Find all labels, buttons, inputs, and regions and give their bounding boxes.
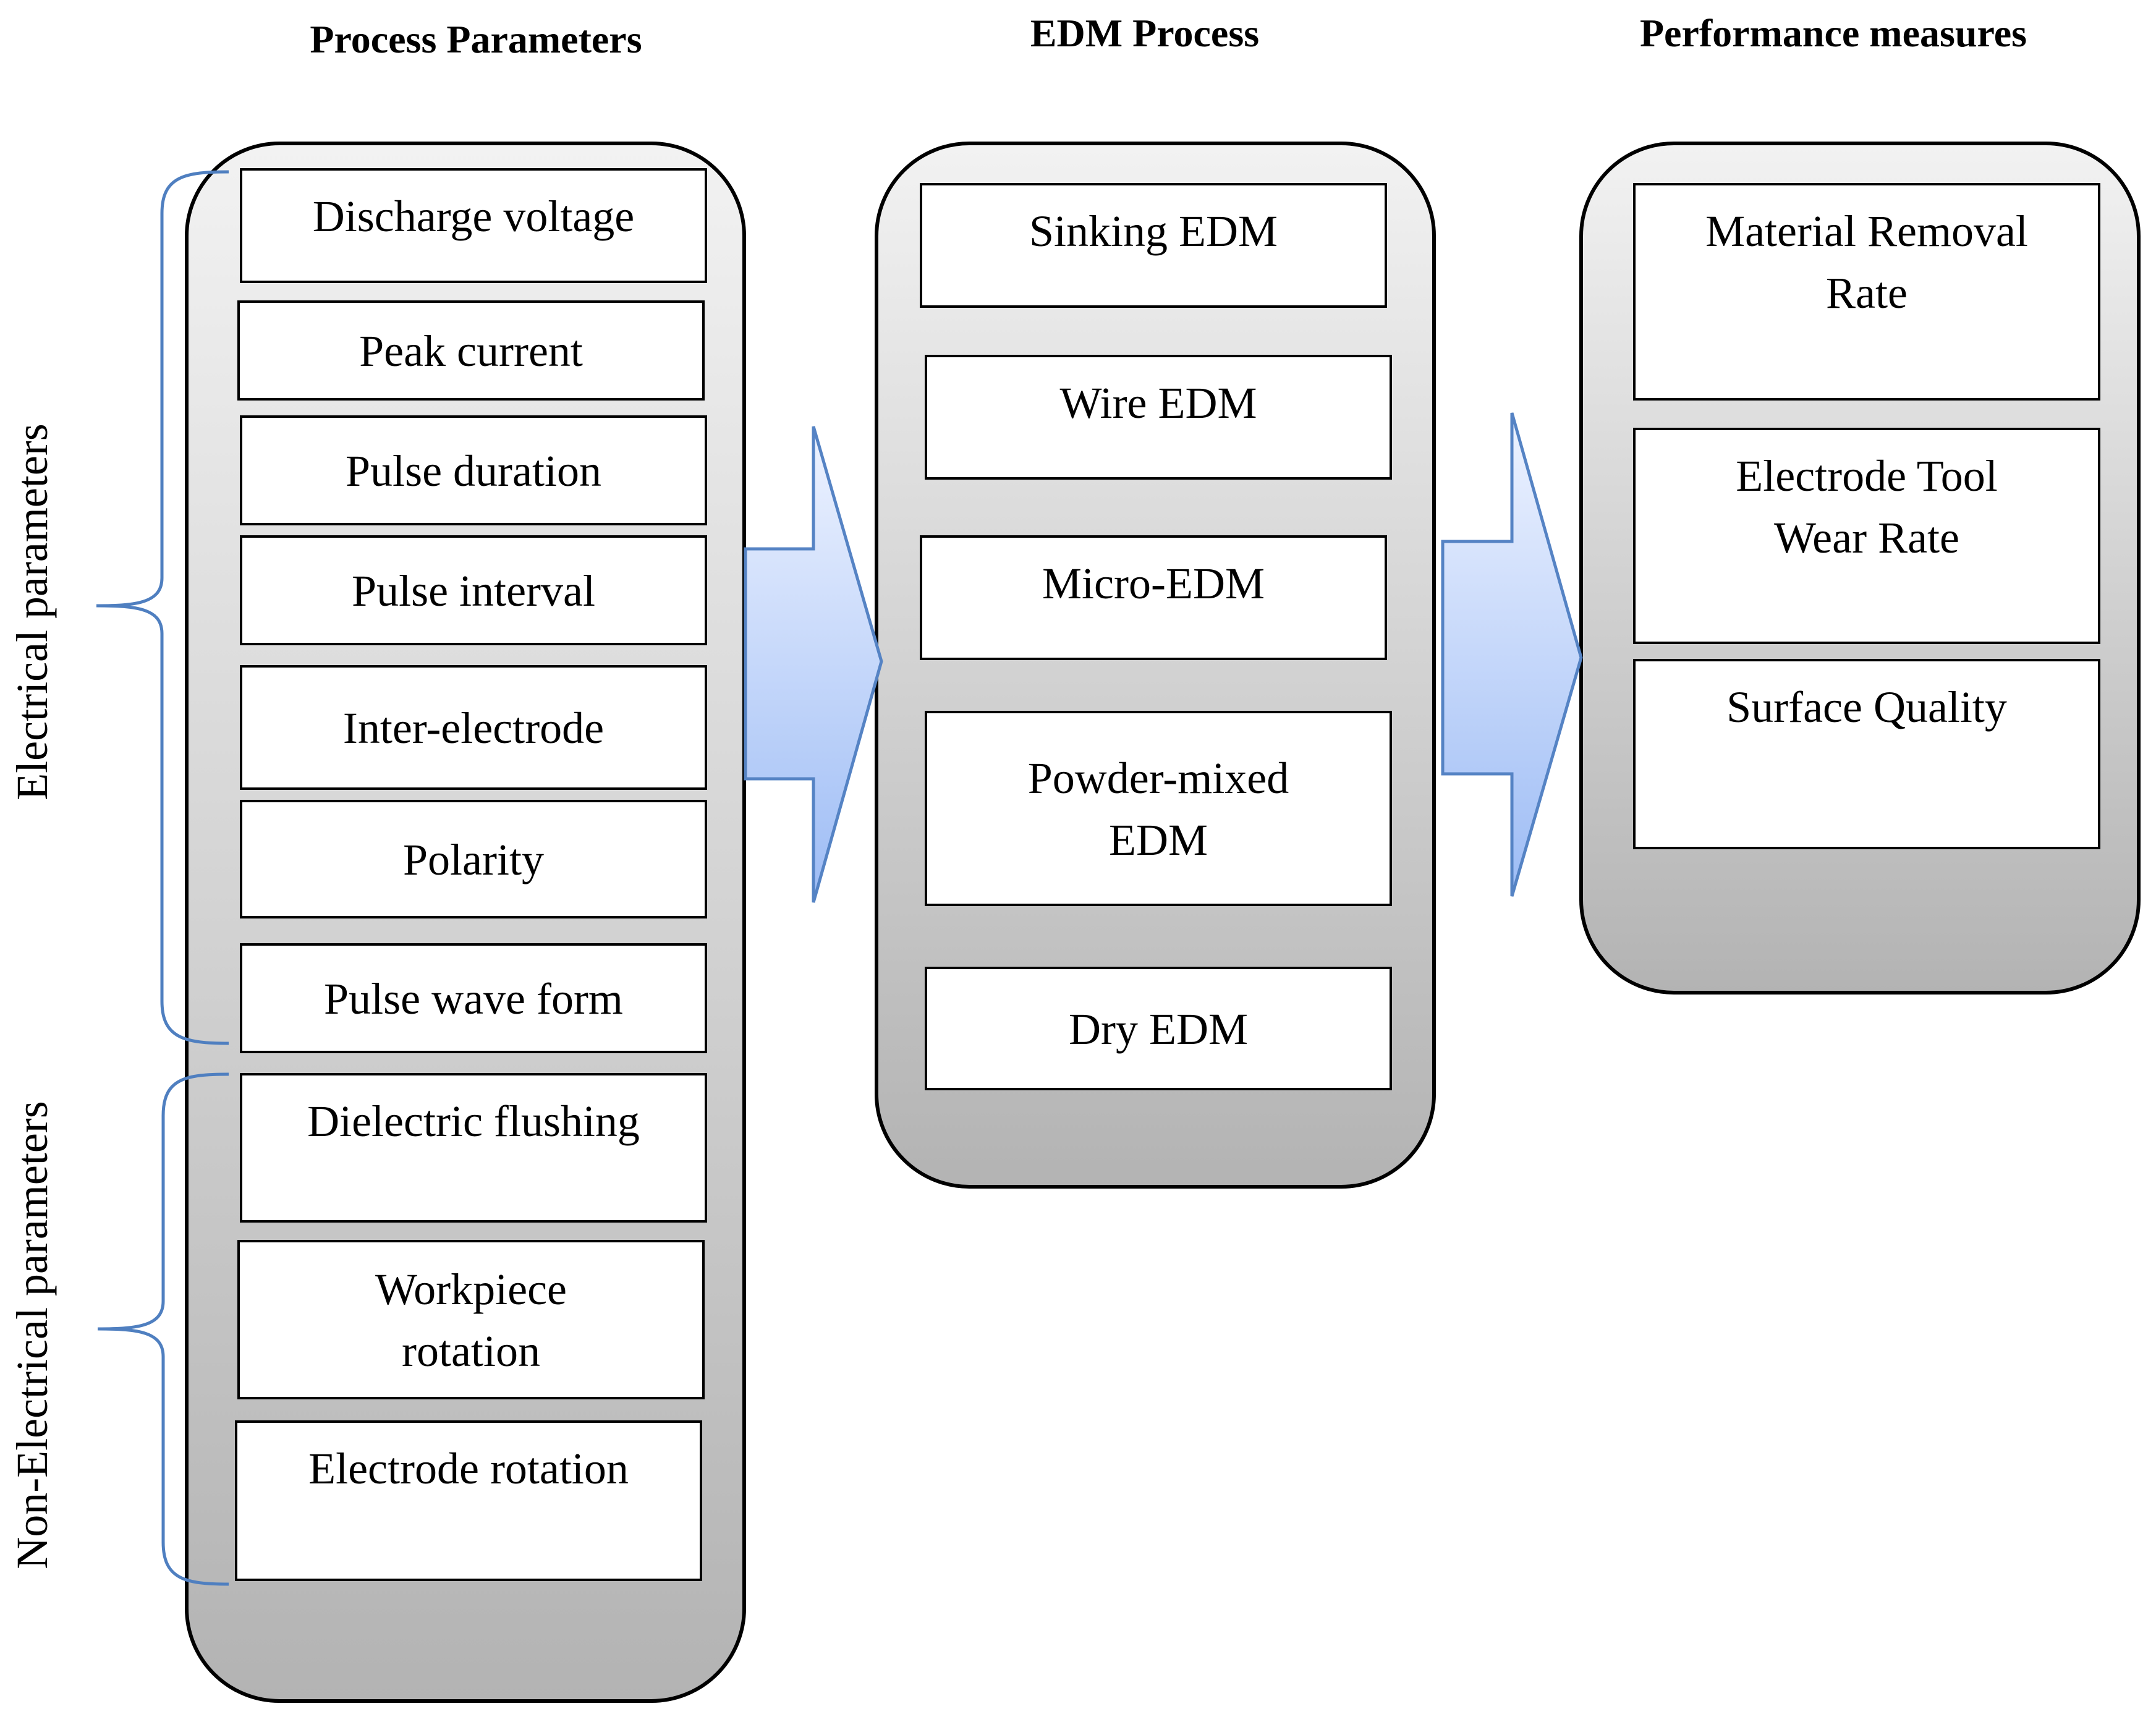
edm-process-boxes: Sinking EDM Wire EDM Micro-EDM Powder-mixed…	[920, 183, 1392, 1090]
measure-box-1-label: Rate	[1826, 268, 1908, 318]
edm-box-4-label: Powder-mixed	[1028, 753, 1289, 803]
parameter-box-9	[237, 1240, 705, 1399]
edm-box-3-label: Micro-EDM	[1042, 559, 1265, 608]
parameter-box-1	[240, 168, 707, 283]
non-electrical-brace	[97, 1072, 229, 1586]
edm-box-5-label: Dry EDM	[1069, 1004, 1248, 1054]
parameter-box-10	[235, 1420, 702, 1581]
parameter-box-9-label: Workpiece	[375, 1265, 567, 1314]
header-edm-process: EDM Process	[1030, 11, 1259, 55]
electrical-parameters-label: Electrical parameters	[7, 423, 57, 800]
measure-box-2	[1633, 428, 2100, 644]
edm-box-3	[920, 535, 1387, 660]
flow-arrow-1	[744, 426, 883, 903]
parameter-box-5	[240, 665, 707, 790]
flow-arrow-2	[1441, 412, 1583, 897]
parameter-box-5-label: Inter-electrode	[343, 703, 604, 753]
measure-box-2-label: Electrode Tool	[1736, 451, 1998, 501]
edm-box-2	[925, 355, 1392, 480]
parameter-box-3	[240, 415, 707, 525]
measure-box-3-label: Surface Quality	[1726, 682, 2007, 732]
electrical-brace	[96, 170, 229, 1045]
parameter-box-8	[240, 1073, 707, 1223]
parameter-box-6	[240, 800, 707, 918]
edm-box-1	[920, 183, 1387, 308]
parameter-box-8-label: Dielectric flushing	[307, 1096, 640, 1146]
measure-box-1	[1633, 183, 2100, 401]
header-performance-measures: Performance measures	[1640, 11, 2027, 55]
measure-box-3	[1633, 659, 2100, 849]
parameter-box-4	[240, 535, 707, 645]
parameter-box-2-label: Peak current	[359, 326, 583, 376]
edm-box-4-label: EDM	[1109, 815, 1208, 865]
parameter-box-7-label: Pulse wave form	[324, 974, 623, 1024]
header-process-parameters: Process Parameters	[310, 17, 642, 61]
parameter-box-7	[240, 943, 707, 1053]
edm-box-5	[925, 967, 1392, 1090]
parameter-box-9-label: rotation	[402, 1326, 540, 1376]
parameter-box-4-label: Pulse interval	[352, 566, 595, 616]
edm-box-2-label: Wire EDM	[1059, 378, 1257, 428]
edm-box-1-label: Sinking EDM	[1029, 206, 1278, 256]
parameter-box-6-label: Polarity	[403, 835, 544, 884]
measure-box-2-label: Wear Rate	[1774, 513, 1959, 562]
edm-box-4	[925, 711, 1392, 906]
parameter-box-1-label: Discharge voltage	[313, 192, 635, 241]
measure-box-1-label: Material Removal	[1705, 206, 2028, 256]
parameter-box-10-label: Electrode rotation	[308, 1444, 629, 1493]
parameter-box-3-label: Pulse duration	[346, 446, 601, 496]
parameter-box-2	[237, 300, 705, 401]
non-electrical-parameters-label: Non-Electrical parameters	[7, 1101, 57, 1569]
